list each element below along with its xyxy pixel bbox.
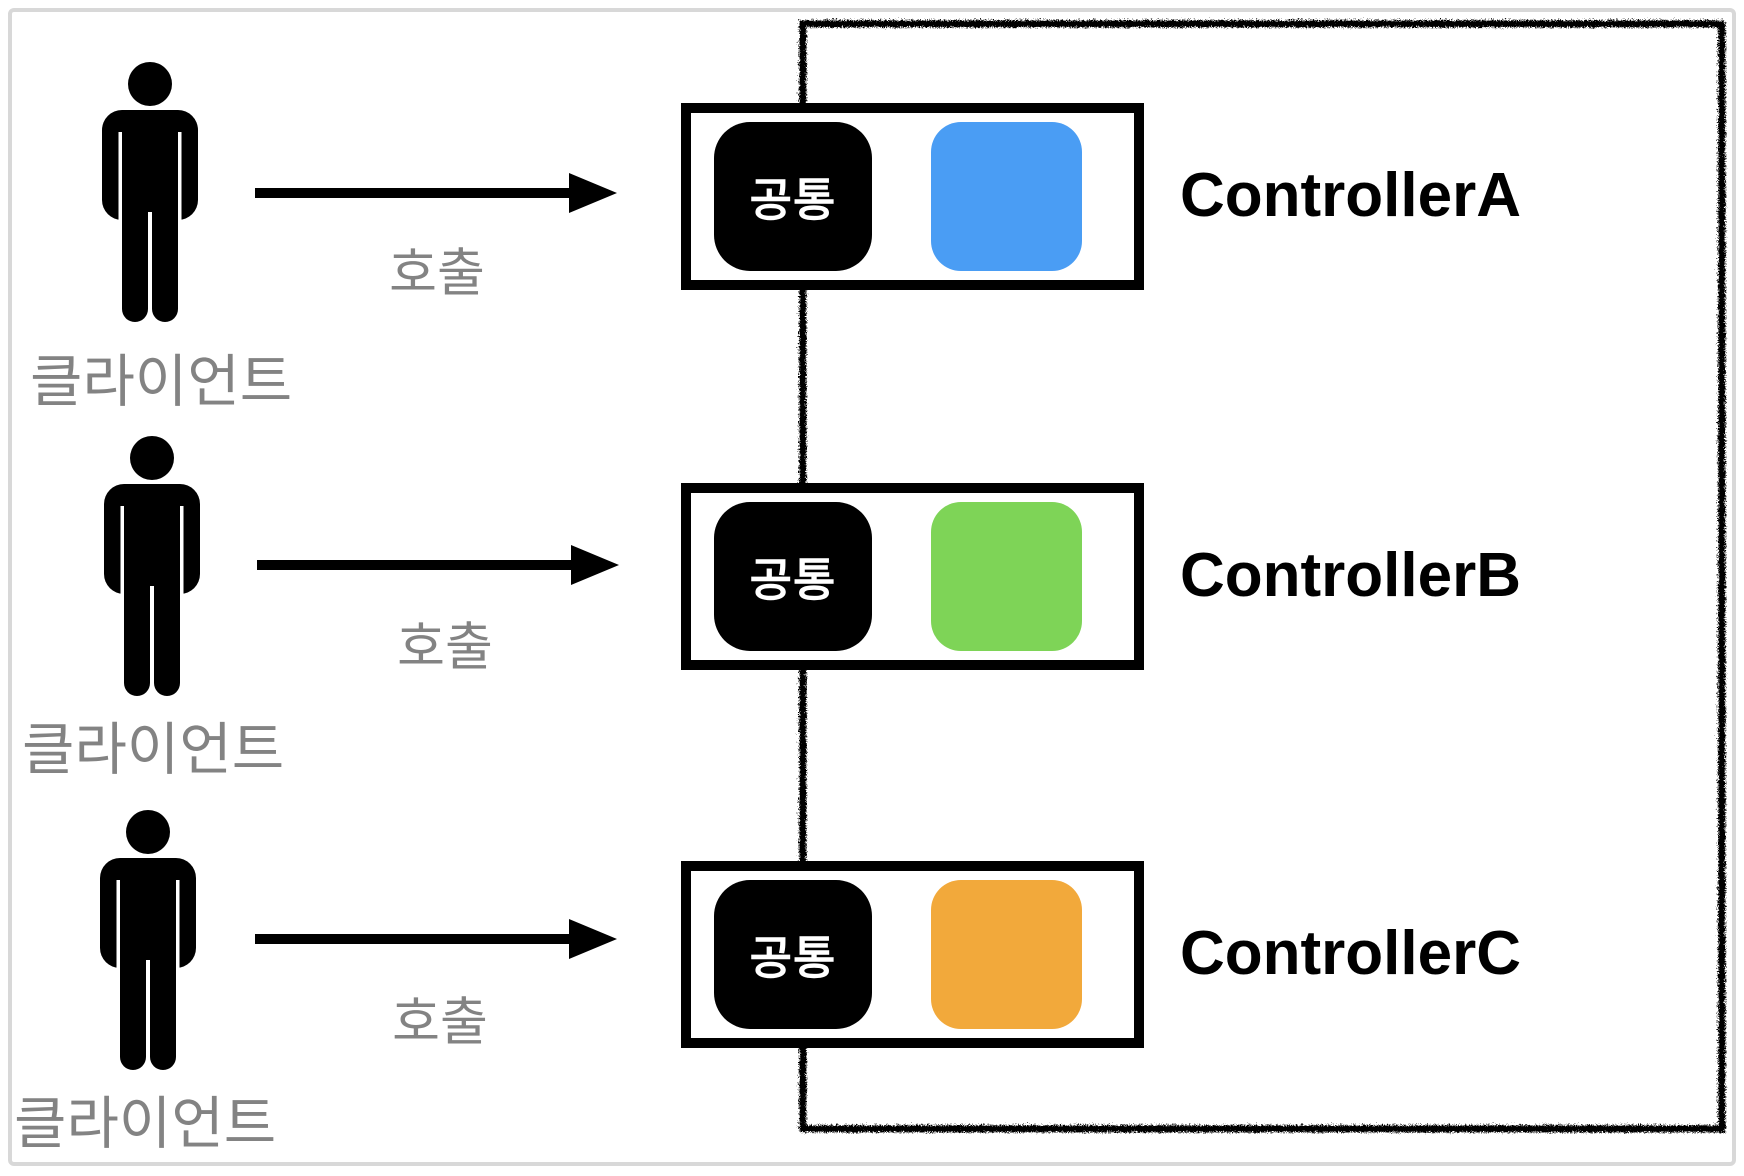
controller-title-b: ControllerB (1180, 541, 1521, 610)
person-icon (100, 810, 196, 1070)
client-label: 클라이언트 (30, 350, 293, 414)
client-label: 클라이언트 (14, 1092, 277, 1156)
call-label: 호출 (392, 994, 488, 1052)
common-module-label: 공통 (749, 553, 837, 606)
person-icon (102, 62, 198, 322)
common-module: 공통 (714, 122, 872, 271)
person-icon (104, 436, 200, 696)
controller-box-c: 공통 (681, 861, 1144, 1048)
accent-module-blue (931, 122, 1082, 271)
common-module: 공통 (714, 880, 872, 1029)
common-module-label: 공통 (749, 931, 837, 984)
client-label: 클라이언트 (22, 718, 285, 782)
arrow-right-icon (255, 919, 617, 959)
common-module-label: 공통 (749, 173, 837, 226)
call-label: 호출 (389, 245, 485, 303)
controller-box-b: 공통 (681, 483, 1144, 670)
arrow-right-icon (255, 173, 617, 213)
common-module: 공통 (714, 502, 872, 651)
arrow-right-icon (257, 545, 619, 585)
controller-title-a: ControllerA (1180, 161, 1521, 230)
call-label: 호출 (397, 619, 493, 677)
controller-title-c: ControllerC (1180, 919, 1521, 988)
controller-box-a: 공통 (681, 103, 1144, 290)
accent-module-orange (931, 880, 1082, 1029)
accent-module-green (931, 502, 1082, 651)
